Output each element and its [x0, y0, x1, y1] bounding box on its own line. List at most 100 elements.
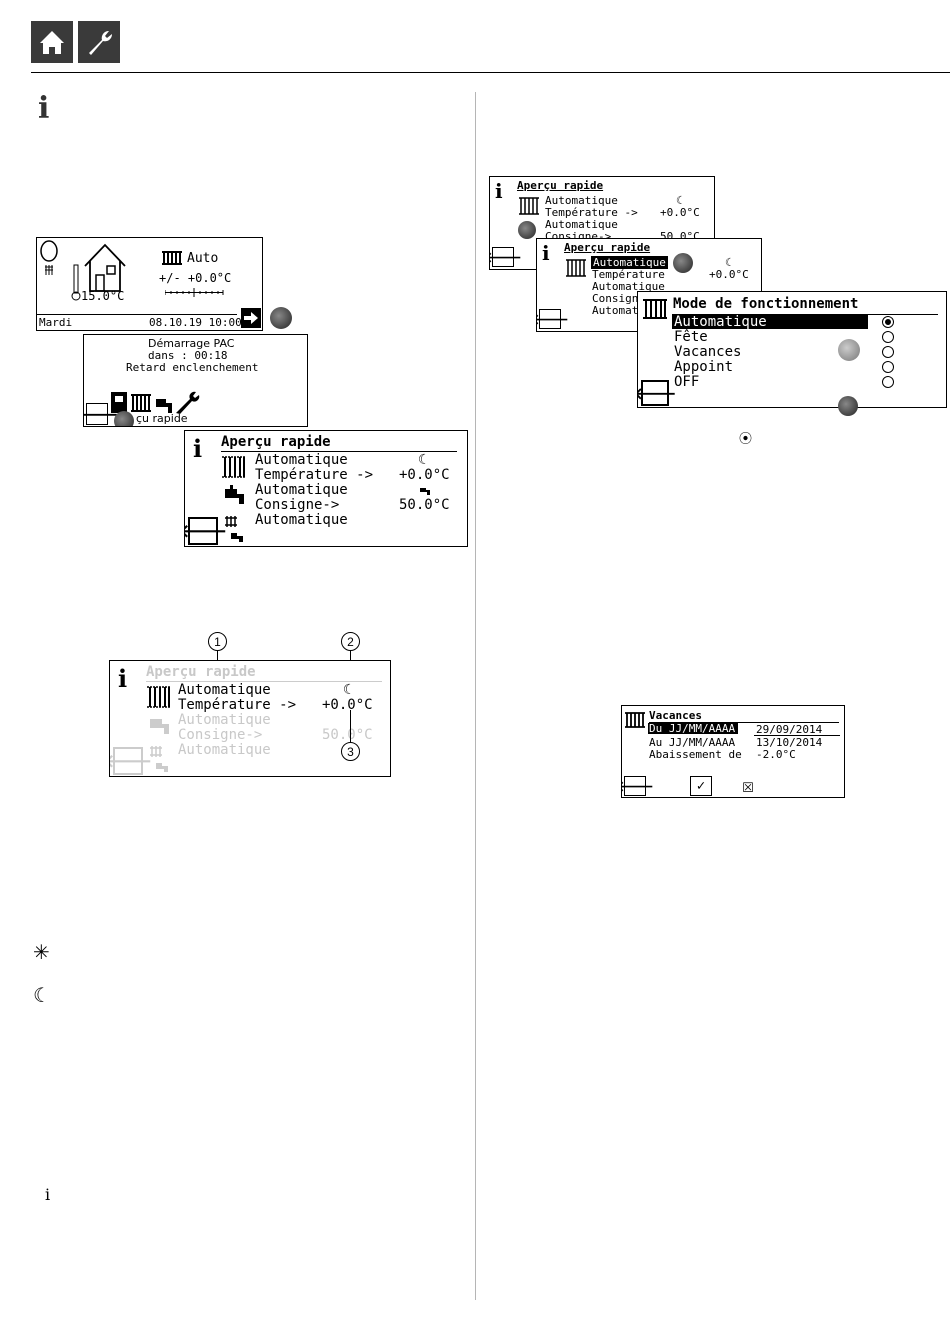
- back-button[interactable]: 🡐: [84, 403, 118, 425]
- holiday-from-value[interactable]: 29/09/2014: [756, 723, 823, 736]
- info-icon: i: [542, 241, 550, 265]
- arrow-left-icon: 🡐: [537, 310, 569, 328]
- overview-row-2-label: Température ->: [178, 697, 297, 713]
- tap-icon: [225, 485, 244, 504]
- stack-b-row-1-value: ☾: [725, 256, 732, 269]
- home-button[interactable]: [31, 21, 73, 63]
- radiator-icon: [147, 686, 171, 708]
- home-icon: [40, 31, 64, 54]
- date-time-label: 08.10.19 10:00: [149, 316, 242, 329]
- mode-option-highlight[interactable]: [672, 314, 868, 329]
- stack-b-row-2-value: +0.0°C: [709, 268, 749, 281]
- radio-fete[interactable]: [882, 331, 894, 343]
- dial-knob-icon[interactable]: [270, 307, 292, 329]
- heating-offset: +/- +0.0°C: [159, 271, 232, 285]
- holiday-setback-label[interactable]: Abaissement de: [649, 748, 742, 761]
- back-button[interactable]: 🡐: [490, 247, 522, 267]
- stack-b-row-4: Consign: [592, 292, 639, 305]
- moon-icon: ☾: [33, 983, 51, 1007]
- back-button[interactable]: 🡐: [638, 380, 676, 406]
- overview-row-4-value: 50.0°C: [322, 727, 373, 743]
- overview-title: Aperçu rapide: [221, 434, 331, 450]
- column-divider: [475, 92, 476, 1300]
- annotated-overview-screen: i Aperçu rapide Automatique ☾ Températur…: [109, 660, 391, 777]
- title-rule: [649, 722, 839, 723]
- menu-icons: [111, 391, 200, 414]
- holiday-from-label[interactable]: Du JJ/MM/AAAA: [648, 723, 739, 734]
- overview-row-5-label: Automatique: [255, 512, 348, 528]
- dial-knob-icon[interactable]: [518, 221, 536, 239]
- wrench-icon: [89, 30, 113, 55]
- overview-row-2-value: +0.0°C: [399, 467, 450, 483]
- radio-automatique[interactable]: [882, 316, 894, 328]
- arrow-left-icon: 🡐: [110, 749, 152, 773]
- confirm-button[interactable]: ✓: [690, 776, 712, 796]
- back-button[interactable]: 🡐: [185, 517, 227, 545]
- back-button[interactable]: 🡐: [110, 747, 152, 775]
- cancel-checkbox-icon: ☒: [742, 773, 755, 797]
- callout-3: 3: [341, 742, 360, 761]
- mode-option-automatique[interactable]: Automatique: [674, 314, 767, 330]
- stack-a-row-2: Température ->: [545, 206, 638, 219]
- dial-knob-icon[interactable]: [114, 411, 134, 426]
- radiator-icon: [222, 456, 246, 478]
- stack-a-row-4: Consigne->: [545, 230, 612, 243]
- radiator-icon: [625, 712, 645, 728]
- back-button[interactable]: 🡐: [622, 776, 654, 796]
- stack-b-row-5: Automat: [592, 304, 639, 317]
- overview-row-4-label: Consigne->: [178, 727, 263, 743]
- mode-title: Mode de fonctionnement: [673, 296, 859, 312]
- title-rule: [221, 451, 457, 452]
- next-button[interactable]: [241, 308, 261, 328]
- checkmark-icon: ✓: [696, 778, 706, 794]
- stack-b-title: Aperçu rapide: [564, 241, 651, 254]
- mode-option-off[interactable]: OFF: [674, 374, 700, 390]
- mode-option-vacances[interactable]: Vacances: [674, 344, 742, 360]
- stack-b-row-1: Automatique: [591, 256, 668, 269]
- overview-row-5-label: Automatique: [178, 742, 271, 758]
- weekday-label: Mardi: [39, 316, 73, 329]
- dial-knob-icon[interactable]: [838, 396, 858, 416]
- house-icon: [84, 243, 126, 292]
- holiday-setback-value[interactable]: -2.0°C: [756, 748, 796, 761]
- arrow-left-icon: 🡐: [84, 404, 118, 424]
- radiator-icon: [566, 259, 586, 277]
- quick-overview-screen: i Aperçu rapide Automatique ☾ Températur…: [184, 430, 468, 547]
- cancel-button[interactable]: ☒: [742, 775, 764, 795]
- stack-a-row-2-value: +0.0°C: [660, 206, 700, 219]
- back-button[interactable]: 🡐: [537, 309, 569, 329]
- status-bar-rule: [37, 314, 237, 315]
- holiday-to-label[interactable]: Au JJ/MM/AAAA: [649, 736, 736, 749]
- settings-button[interactable]: [78, 21, 120, 63]
- stack-a-row-1-value: ☾: [676, 194, 683, 207]
- info-icon: i: [45, 1185, 51, 1204]
- callout-1: 1: [208, 632, 227, 651]
- rotary-knob-icon[interactable]: [838, 339, 860, 361]
- operating-mode-screen: Mode de fonctionnement Automatique Fête …: [637, 291, 947, 408]
- info-icon: i: [495, 179, 503, 203]
- startup-line-2: dans : 00:18: [148, 349, 228, 362]
- holiday-to-value[interactable]: 13/10/2014: [756, 736, 823, 749]
- info-icon: i: [193, 434, 203, 463]
- radio-appoint[interactable]: [882, 361, 894, 373]
- arrow-left-icon: 🡐: [622, 777, 654, 795]
- heating-mode: Auto: [187, 251, 219, 266]
- info-icon: i: [118, 664, 128, 693]
- arrow-left-icon: 🡐: [490, 248, 522, 266]
- dial-knob-icon[interactable]: [673, 253, 693, 273]
- overview-row-1-value: ☾: [343, 682, 352, 698]
- stack-b-row-2: Température: [592, 268, 665, 281]
- startup-line-1: Démarrage PAC: [148, 337, 235, 350]
- stack-a-row-3: Automatique: [545, 218, 618, 231]
- offset-scale-ticks: [165, 288, 224, 297]
- radiator-tap-icon: [150, 746, 168, 772]
- stack-a-row-1: Automatique: [545, 194, 618, 207]
- mode-option-fete[interactable]: Fête: [674, 329, 708, 345]
- radio-vacances[interactable]: [882, 346, 894, 358]
- radio-off[interactable]: [882, 376, 894, 388]
- callout-3-leader: [350, 710, 351, 742]
- radiator-tap-icon: [225, 516, 243, 542]
- thermometer-icon: [71, 264, 81, 301]
- arrow-left-icon: 🡐: [185, 519, 227, 543]
- mode-option-appoint[interactable]: Appoint: [674, 359, 734, 375]
